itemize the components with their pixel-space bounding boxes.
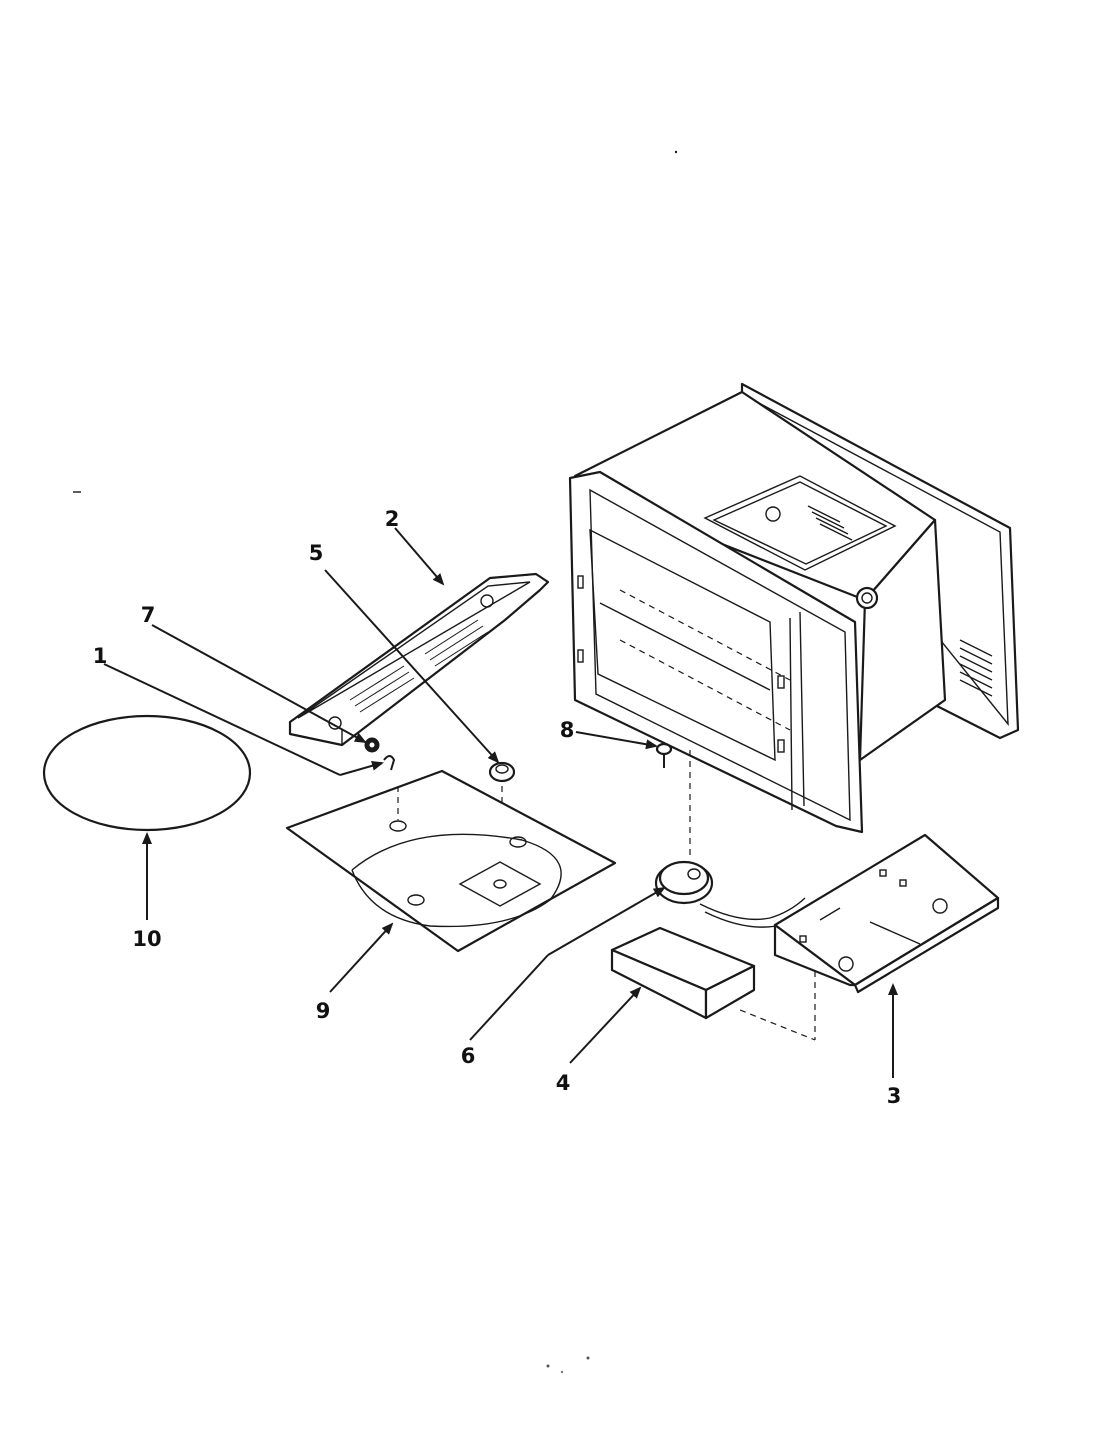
bracket-vent-slots xyxy=(349,619,489,713)
part-1-clip xyxy=(383,755,396,771)
part-6-motor xyxy=(654,750,806,928)
callout-6: 6 xyxy=(461,1044,476,1068)
part-2-bracket xyxy=(288,572,550,747)
scan-specks xyxy=(73,150,678,1374)
callout-9: 9 xyxy=(316,999,331,1023)
oven-cavity xyxy=(568,382,1020,834)
part-7-nut xyxy=(364,737,380,753)
part-9-floor-plate xyxy=(285,769,617,953)
callout-10: 10 xyxy=(132,927,161,951)
callout-8: 8 xyxy=(560,718,575,742)
rear-vent-grille xyxy=(959,639,993,697)
part-4-cover xyxy=(610,926,816,1041)
callout-2: 2 xyxy=(385,507,400,531)
part-8-screw xyxy=(655,742,673,768)
callout-7: 7 xyxy=(141,603,156,627)
callout-5: 5 xyxy=(309,541,324,565)
part-3-base-plate xyxy=(773,833,1000,994)
callout-4: 4 xyxy=(556,1071,571,1095)
top-vent-slots xyxy=(807,505,853,541)
callout-labels: 1 2 3 4 5 6 7 8 9 10 xyxy=(93,507,902,1108)
leader-lines xyxy=(103,527,898,1078)
part-10-tray xyxy=(42,714,252,832)
callout-1: 1 xyxy=(93,644,108,668)
callout-3: 3 xyxy=(887,1084,902,1108)
